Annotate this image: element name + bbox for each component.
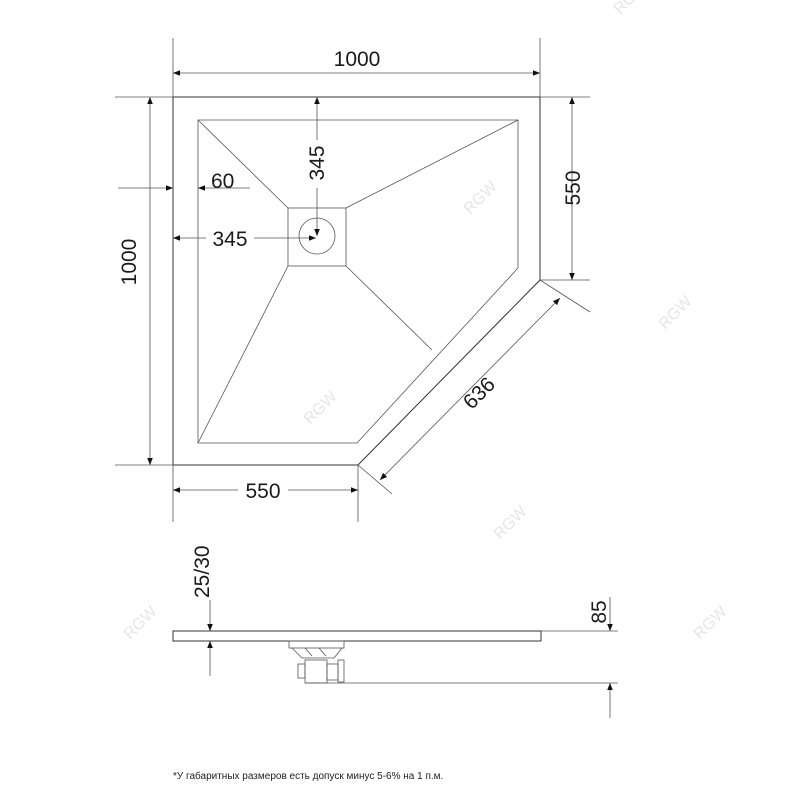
svg-text:550: 550	[245, 480, 280, 503]
dimension-right-side: 550	[540, 96, 590, 281]
footnote: *У габаритных размеров есть допуск минус…	[173, 770, 443, 782]
tray-profile	[172, 630, 542, 642]
dimension-drain-left: 345	[173, 228, 316, 251]
svg-text:85: 85	[588, 600, 611, 623]
svg-text:RGW: RGW	[491, 503, 531, 543]
svg-text:RGW: RGW	[461, 178, 501, 218]
svg-text:345: 345	[212, 228, 247, 251]
dimension-bottom-side: 550	[172, 465, 359, 522]
svg-text:345: 345	[306, 145, 329, 180]
tray-outline	[172, 96, 541, 466]
dimension-height-left: 1000	[115, 96, 173, 466]
svg-text:1000: 1000	[334, 48, 381, 71]
tray-top-view	[172, 96, 541, 466]
svg-text:RGW: RGW	[656, 293, 696, 333]
svg-text:RGW: RGW	[611, 0, 651, 18]
svg-text:550: 550	[562, 170, 585, 205]
svg-text:RGW: RGW	[691, 603, 731, 643]
dimension-total-height: 85	[541, 597, 618, 718]
dimension-drain-top: 345	[306, 97, 329, 236]
drain-siphon	[288, 640, 345, 684]
svg-text:636: 636	[459, 373, 500, 414]
svg-text:25/30: 25/30	[191, 545, 214, 598]
svg-text:RGW: RGW	[121, 603, 161, 643]
svg-text:60: 60	[211, 170, 234, 193]
dimension-thickness: 25/30	[191, 545, 214, 676]
tray-side-view	[172, 630, 618, 684]
dimension-rim: 60	[118, 170, 250, 193]
dimension-width-top: 1000	[172, 38, 541, 97]
svg-text:1000: 1000	[118, 239, 141, 286]
svg-text:RGW: RGW	[301, 388, 341, 428]
